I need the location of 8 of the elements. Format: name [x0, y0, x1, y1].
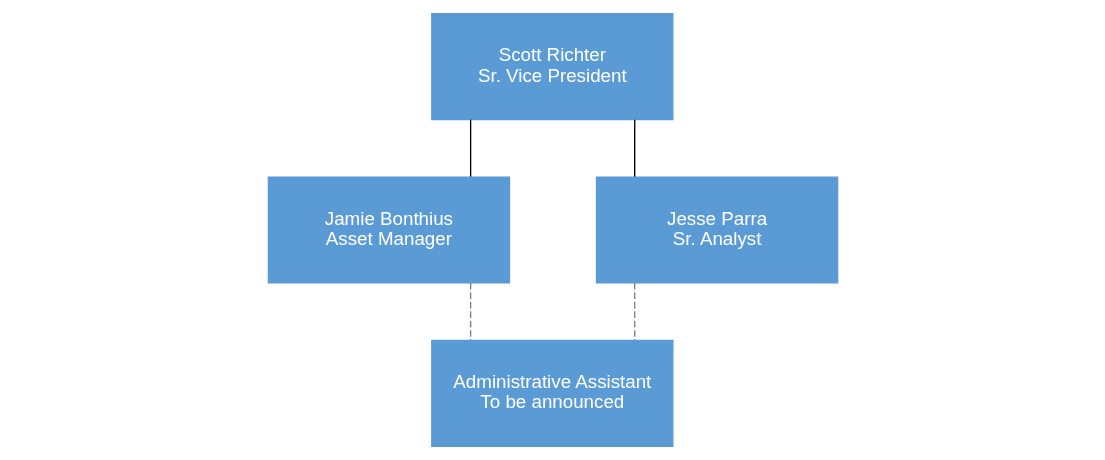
connector [469, 282, 471, 341]
node-box: Administrative Assistant To be announced [430, 339, 674, 447]
connector [633, 282, 635, 341]
node-box: Scott Richter Sr. Vice President [430, 13, 674, 121]
node-box: Jesse Parra Sr. Analyst [595, 176, 838, 284]
connector [633, 118, 635, 178]
node-box: Jamie Bonthius Asset Manager [267, 176, 510, 284]
connector [469, 118, 471, 178]
